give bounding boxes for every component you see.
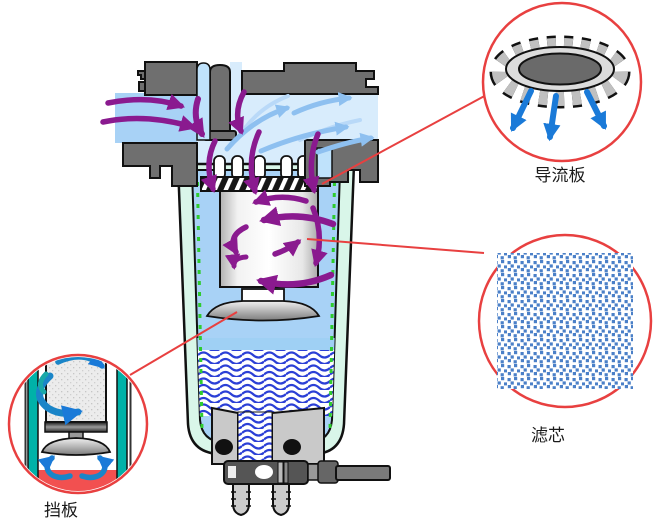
deflector-arrow-3: [584, 89, 607, 130]
head-housing: [122, 61, 379, 187]
rotation-arrow-top: [55, 357, 105, 369]
rebound-arrow-left: [37, 455, 73, 481]
condensate-waves: [196, 350, 337, 416]
callout-circle-deflector: [481, 1, 643, 163]
head-divider-column: [209, 63, 231, 141]
filter-media-pattern: [497, 253, 633, 389]
connector-filter: [306, 238, 485, 254]
drain-funnel-left: [211, 406, 239, 465]
valve-end-cap: [228, 466, 236, 478]
deflector-flow-arrows: [510, 88, 607, 142]
callout-circle-baffle: [7, 353, 149, 495]
head-left-flange: [122, 142, 198, 187]
swirl-arrow-7: [310, 205, 328, 268]
inlet-arrow-3: [228, 89, 247, 135]
airflow-arrow-2: [258, 121, 350, 154]
cartridge-rim: [241, 288, 285, 303]
deflector-label: 导流板: [535, 166, 586, 185]
o-ring-right: [283, 439, 301, 455]
rotation-arrows: [36, 357, 105, 426]
gear-bore: [518, 52, 602, 86]
callout-connectors: [129, 92, 491, 376]
swirl-arrow-4: [272, 239, 302, 257]
drain-channel-water: [237, 411, 273, 465]
airflow-arrow-1: [224, 104, 291, 152]
deflector-pass-arrows: [200, 129, 321, 196]
swirl-arrow-6: [256, 271, 335, 295]
baffle-label: 挡板: [44, 501, 78, 520]
valve-handle-bar: [335, 465, 391, 481]
swirl-arrow-5: [224, 253, 249, 270]
condensate-dashes-right: [328, 181, 336, 431]
baffle-cone: [205, 300, 321, 322]
cyclone-swirl-arrows: [222, 189, 337, 295]
inlet-arrow-4: [186, 96, 205, 138]
deflector-plate: [200, 155, 319, 192]
mini-cartridge-rim: [44, 421, 108, 433]
head-top-band: [241, 62, 379, 95]
swirl-arrow-3: [222, 224, 249, 256]
swirl-arrow-2: [259, 206, 337, 228]
airflow-arc-1: [243, 94, 290, 130]
inlet-air-arrows: [100, 89, 247, 138]
drain-leg-left: [231, 483, 251, 517]
inlet-arrow-1: [105, 93, 186, 111]
callout-circle-filter: [477, 233, 653, 409]
deflector-strip: [200, 176, 319, 192]
pass-arrow-3: [302, 131, 321, 195]
o-ring-left: [215, 439, 233, 455]
drain-leg-right: [271, 483, 291, 517]
bowl-wall-left: [27, 357, 39, 491]
pass-arrow-1: [200, 138, 218, 194]
deflector-arrow-1: [510, 88, 534, 132]
condensate-dashes-left: [196, 181, 204, 431]
water-surface: [196, 338, 337, 350]
mini-baffle-plate: [40, 437, 112, 456]
main-device: [100, 61, 391, 517]
valve-plate-1: [277, 461, 284, 484]
rotation-hook: [38, 371, 49, 395]
drain-funnel-right: [271, 406, 325, 465]
rebound-arrow-right: [79, 455, 115, 481]
bowl-wall-right: [116, 357, 128, 491]
connector-baffle: [129, 311, 238, 376]
airflow-arrow-3: [291, 92, 353, 116]
deflector-arrow-2: [543, 93, 561, 142]
pass-arrow-2: [243, 129, 262, 196]
deflector-gear: [489, 35, 631, 109]
swirl-arrow-1: [251, 189, 309, 206]
inlet-arrow-2: [100, 115, 198, 132]
filter-element-label: 滤芯: [531, 426, 565, 445]
drain-assembly: [211, 406, 391, 517]
chamber-airflow-arrows: [224, 92, 375, 155]
drain-valve-port: [255, 465, 273, 479]
connector-deflector: [321, 92, 491, 185]
head-left-block: [144, 61, 198, 96]
airflow-arrow-4: [315, 132, 375, 155]
rebound-arrows: [37, 455, 115, 481]
valve-plate-2: [283, 461, 289, 484]
gear-teeth: [492, 38, 628, 106]
